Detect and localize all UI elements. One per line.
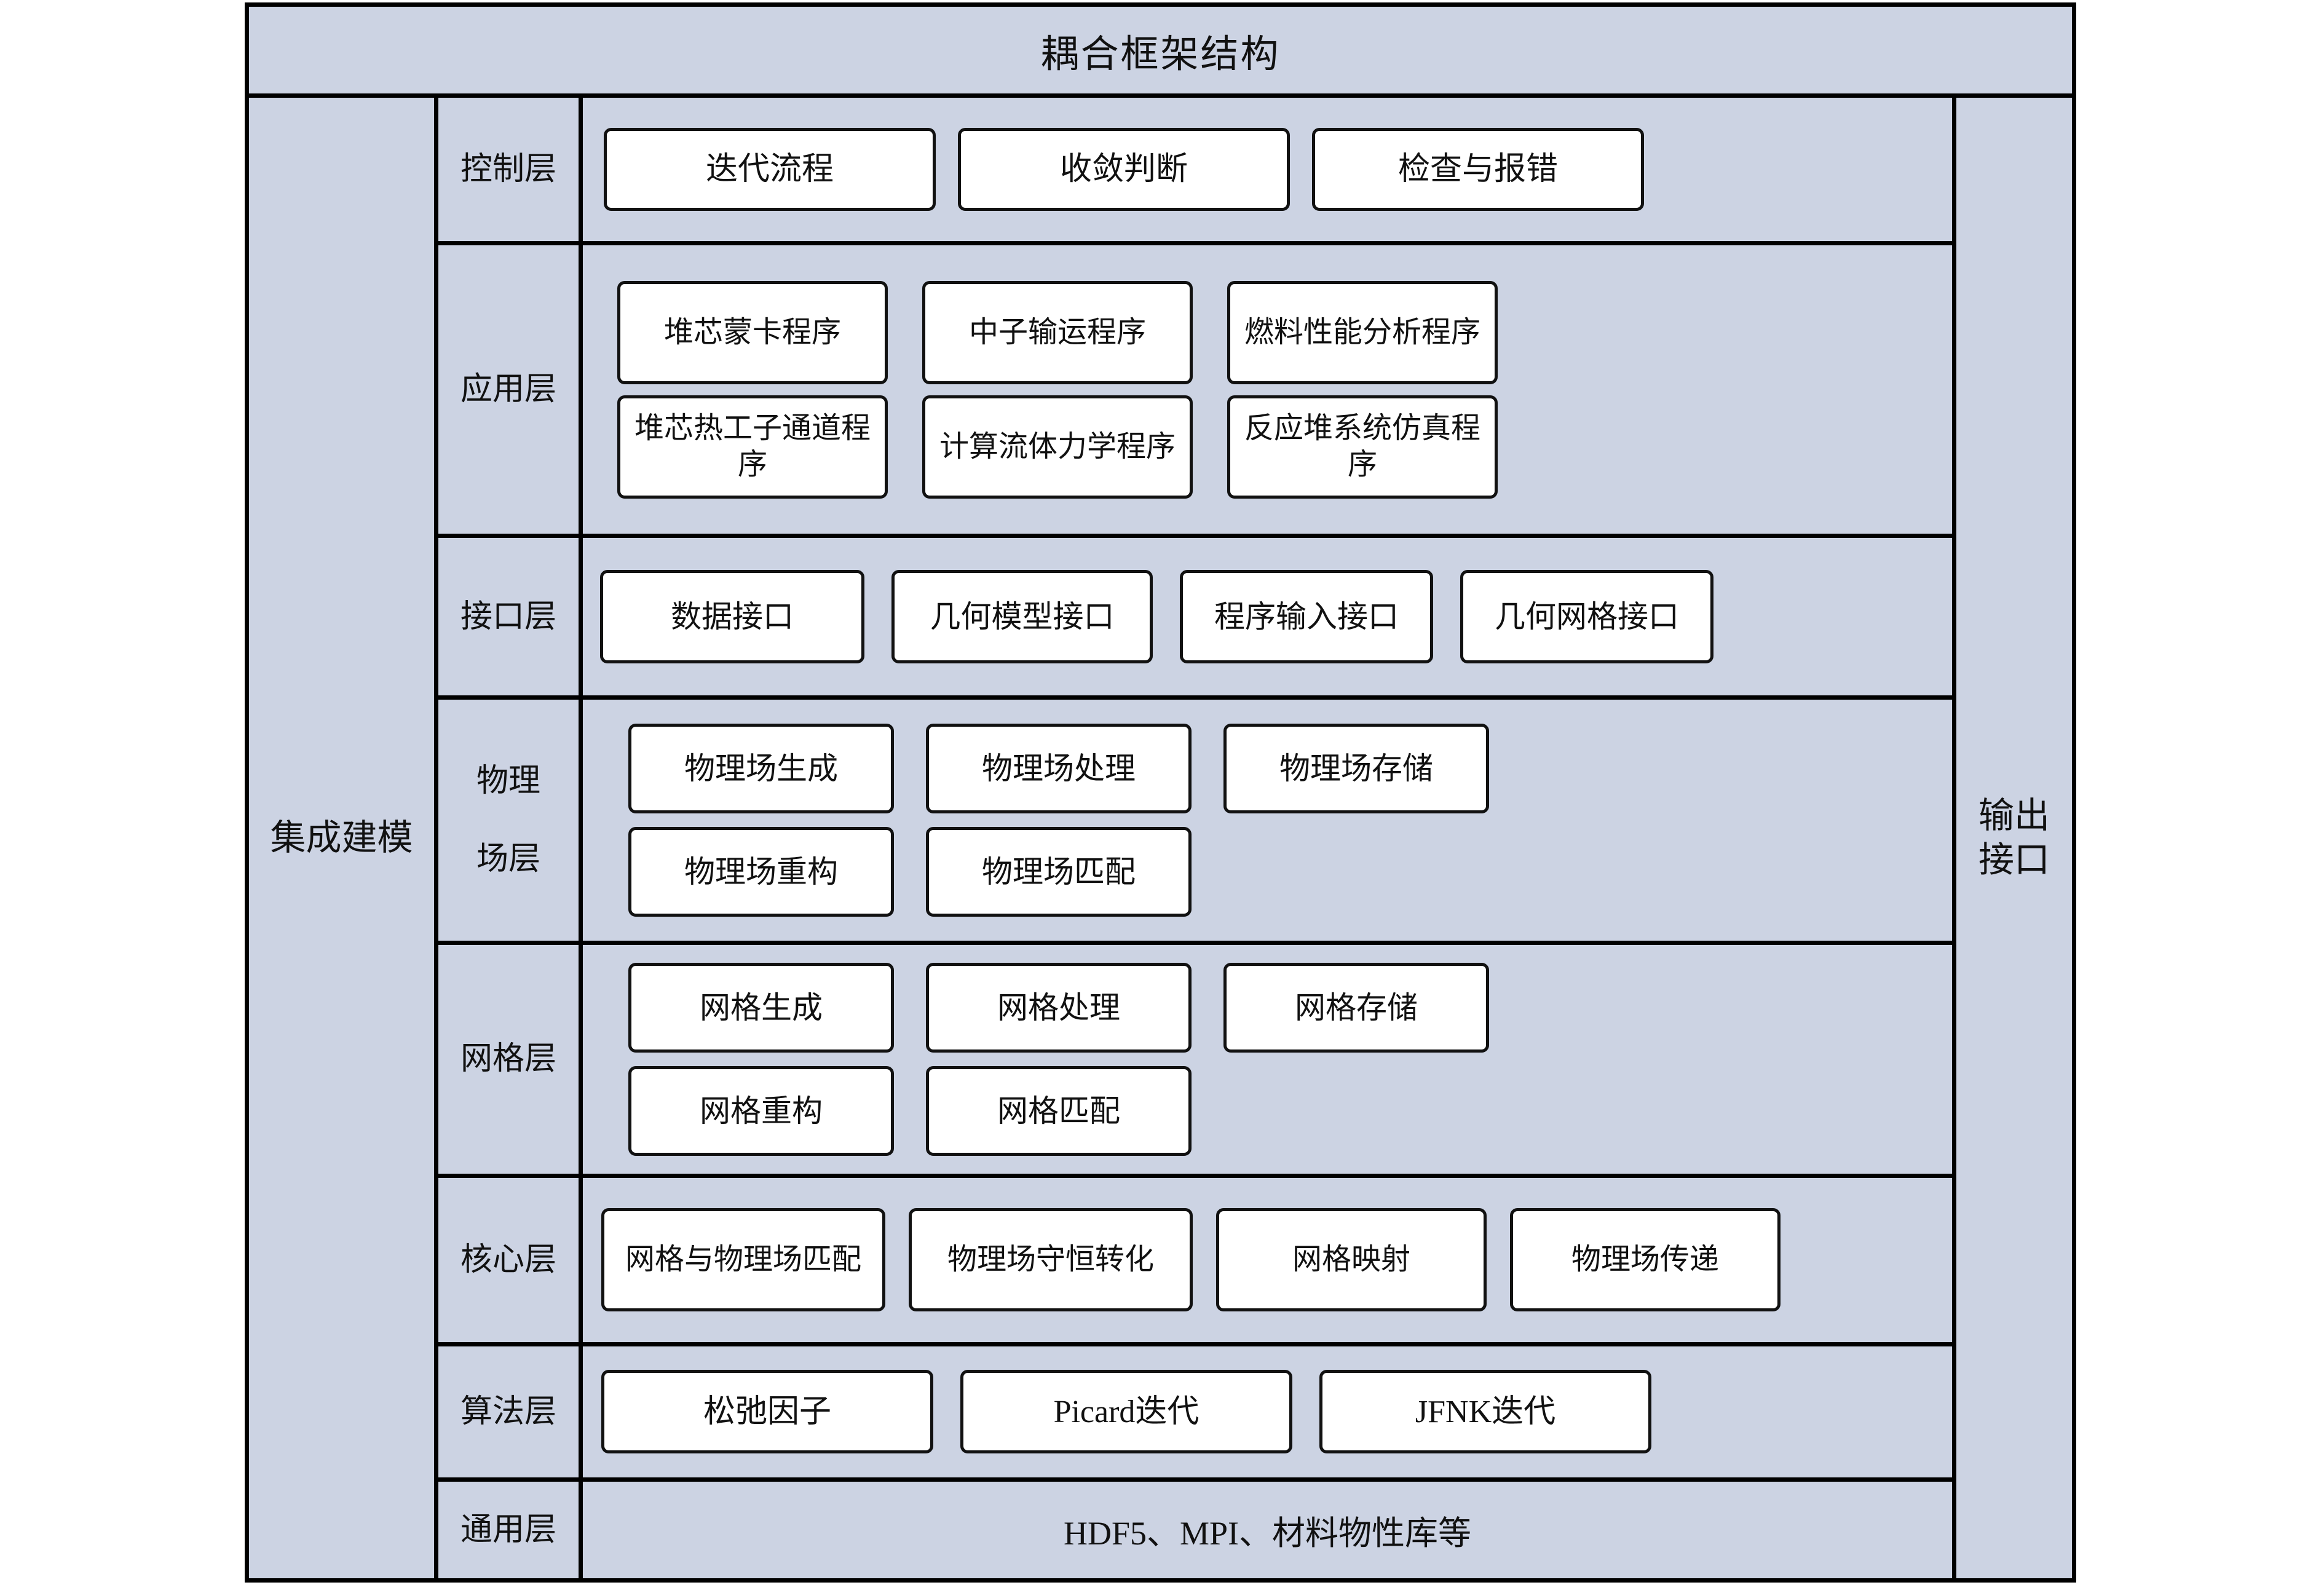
- layer-label-mesh-text: 网格层: [460, 1042, 556, 1077]
- node-row: 堆芯热工子通道程序 计算流体力学程序 反应堆系统仿真程序: [583, 395, 1952, 499]
- diagram-body: 集成建模 控制层 迭代流程 收敛判断 检查与报错: [249, 98, 2072, 1578]
- layer-label-control-text: 控制层: [460, 151, 556, 187]
- node-row: 迭代流程 收敛判断 检查与报错: [583, 128, 1952, 211]
- right-column-label: 输出接口: [1974, 794, 2054, 883]
- node-check-and-error[interactable]: 检查与报错: [1312, 128, 1644, 211]
- node-row: 网格重构 网格匹配: [583, 1066, 1952, 1156]
- node-mesh-mapping[interactable]: 网格映射: [1216, 1208, 1487, 1312]
- layer-content-control: 迭代流程 收敛判断 检查与报错: [583, 98, 1952, 241]
- layer-label-interface: 接口层: [438, 538, 583, 696]
- node-row: 物理场生成 物理场处理 物理场存储: [583, 724, 1952, 814]
- node-field-conservative-transformation[interactable]: 物理场守恒转化: [909, 1208, 1193, 1312]
- node-cfd-program[interactable]: 计算流体力学程序: [922, 395, 1193, 499]
- node-row: 网格生成 网格处理 网格存储: [583, 963, 1952, 1053]
- layer-row-algorithm: 算法层 松弛因子 Picard迭代 JFNK迭代: [438, 1346, 1952, 1482]
- node-data-interface[interactable]: 数据接口: [600, 570, 864, 664]
- node-field-reconstruction[interactable]: 物理场重构: [628, 827, 894, 917]
- right-column-output-interface: 输出接口: [1952, 98, 2072, 1578]
- node-field-storage[interactable]: 物理场存储: [1223, 724, 1489, 814]
- node-neutron-transport-program[interactable]: 中子输运程序: [922, 280, 1193, 384]
- layer-content-physics-field: 物理场生成 物理场处理 物理场存储 物理场重构 物理场匹配: [583, 700, 1952, 941]
- layer-label-physics-field-line2: 场层: [476, 841, 540, 877]
- layer-label-general-text: 通用层: [460, 1512, 556, 1547]
- general-layer-items: HDF5、MPI、材料物性库等: [1063, 1515, 1472, 1552]
- node-relaxation-factor[interactable]: 松弛因子: [601, 1370, 933, 1454]
- layer-row-application: 应用层 堆芯蒙卡程序 中子输运程序 燃料性能分析程序 堆芯热工子通道程序 计算流…: [438, 245, 1952, 539]
- node-mesh-reconstruction[interactable]: 网格重构: [628, 1066, 894, 1156]
- layer-label-algorithm: 算法层: [438, 1346, 583, 1478]
- layer-label-interface-text: 接口层: [460, 599, 556, 634]
- node-row: 松弛因子 Picard迭代 JFNK迭代: [583, 1370, 1952, 1454]
- node-core-monte-carlo-program[interactable]: 堆芯蒙卡程序: [617, 280, 888, 384]
- node-picard-iteration[interactable]: Picard迭代: [960, 1370, 1292, 1454]
- node-field-generation[interactable]: 物理场生成: [628, 724, 894, 814]
- layer-label-physics-field-line1: 物理: [476, 763, 540, 799]
- layer-content-algorithm: 松弛因子 Picard迭代 JFNK迭代: [583, 1346, 1952, 1478]
- layer-content-general: HDF5、MPI、材料物性库等: [583, 1482, 1952, 1578]
- layer-content-core: 网格与物理场匹配 物理场守恒转化 网格映射 物理场传递: [583, 1178, 1952, 1342]
- layer-label-core-text: 核心层: [460, 1242, 556, 1278]
- layer-row-interface: 接口层 数据接口 几何模型接口 程序输入接口 几何网格接口: [438, 538, 1952, 700]
- node-field-processing[interactable]: 物理场处理: [926, 724, 1192, 814]
- layer-label-general: 通用层: [438, 1482, 583, 1578]
- node-row: 数据接口 几何模型接口 程序输入接口 几何网格接口: [583, 570, 1952, 664]
- node-field-transfer[interactable]: 物理场传递: [1510, 1208, 1781, 1312]
- layer-content-mesh: 网格生成 网格处理 网格存储 网格重构 网格匹配: [583, 945, 1952, 1174]
- layer-label-application-text: 应用层: [460, 372, 556, 408]
- node-geometry-model-interface[interactable]: 几何模型接口: [891, 570, 1153, 664]
- coupling-framework-diagram: 耦合框架结构 集成建模 控制层 迭代流程 收敛判断 检查与报错: [245, 2, 2076, 1583]
- node-iteration-flow[interactable]: 迭代流程: [604, 128, 936, 211]
- node-mesh-storage[interactable]: 网格存储: [1223, 963, 1489, 1053]
- node-row: 网格与物理场匹配 物理场守恒转化 网格映射 物理场传递: [583, 1208, 1952, 1312]
- layer-label-core: 核心层: [438, 1178, 583, 1342]
- diagram-title: 耦合框架结构: [1040, 33, 1281, 76]
- node-program-input-interface[interactable]: 程序输入接口: [1180, 570, 1433, 664]
- layer-content-interface: 数据接口 几何模型接口 程序输入接口 几何网格接口: [583, 538, 1952, 695]
- layer-row-physics-field: 物理场层 物理场生成 物理场处理 物理场存储 物理场重构 物理场匹配: [438, 700, 1952, 945]
- layer-label-physics-field: 物理场层: [438, 700, 583, 941]
- right-column-label-line1: 输出: [1978, 795, 2050, 836]
- node-reactor-system-simulation-program[interactable]: 反应堆系统仿真程序: [1227, 395, 1498, 499]
- node-geometry-mesh-interface[interactable]: 几何网格接口: [1460, 570, 1713, 664]
- left-column-integrated-modeling: 集成建模: [249, 98, 438, 1578]
- node-row: 堆芯蒙卡程序 中子输运程序 燃料性能分析程序: [583, 280, 1952, 384]
- node-mesh-field-matching[interactable]: 网格与物理场匹配: [601, 1208, 885, 1312]
- node-jfnk-iteration[interactable]: JFNK迭代: [1319, 1370, 1651, 1454]
- node-convergence-judgement[interactable]: 收敛判断: [958, 128, 1290, 211]
- layer-row-control: 控制层 迭代流程 收敛判断 检查与报错: [438, 98, 1952, 246]
- layer-stack: 控制层 迭代流程 收敛判断 检查与报错 应用层 堆芯蒙卡程序: [438, 98, 1952, 1578]
- layer-row-mesh: 网格层 网格生成 网格处理 网格存储 网格重构 网格匹配: [438, 944, 1952, 1179]
- layer-label-physics-field-text: 物理场层: [465, 762, 551, 879]
- layer-content-application: 堆芯蒙卡程序 中子输运程序 燃料性能分析程序 堆芯热工子通道程序 计算流体力学程…: [583, 245, 1952, 534]
- node-fuel-performance-analysis-program[interactable]: 燃料性能分析程序: [1227, 280, 1498, 384]
- right-column-label-line2: 接口: [1978, 840, 2050, 880]
- node-mesh-generation[interactable]: 网格生成: [628, 963, 894, 1053]
- node-mesh-processing[interactable]: 网格处理: [926, 963, 1192, 1053]
- layer-label-control: 控制层: [438, 98, 583, 242]
- left-column-label: 集成建模: [270, 817, 413, 858]
- node-row: 物理场重构 物理场匹配: [583, 827, 1952, 917]
- layer-row-general: 通用层 HDF5、MPI、材料物性库等: [438, 1482, 1952, 1578]
- node-core-thermal-subchannel-program[interactable]: 堆芯热工子通道程序: [617, 395, 888, 499]
- node-mesh-matching[interactable]: 网格匹配: [926, 1066, 1192, 1156]
- node-field-matching[interactable]: 物理场匹配: [926, 827, 1192, 917]
- layer-row-core: 核心层 网格与物理场匹配 物理场守恒转化 网格映射 物理场传递: [438, 1178, 1952, 1346]
- diagram-title-band: 耦合框架结构: [249, 7, 2072, 98]
- layer-label-application: 应用层: [438, 245, 583, 534]
- layer-label-mesh: 网格层: [438, 944, 583, 1174]
- layer-label-algorithm-text: 算法层: [460, 1394, 556, 1429]
